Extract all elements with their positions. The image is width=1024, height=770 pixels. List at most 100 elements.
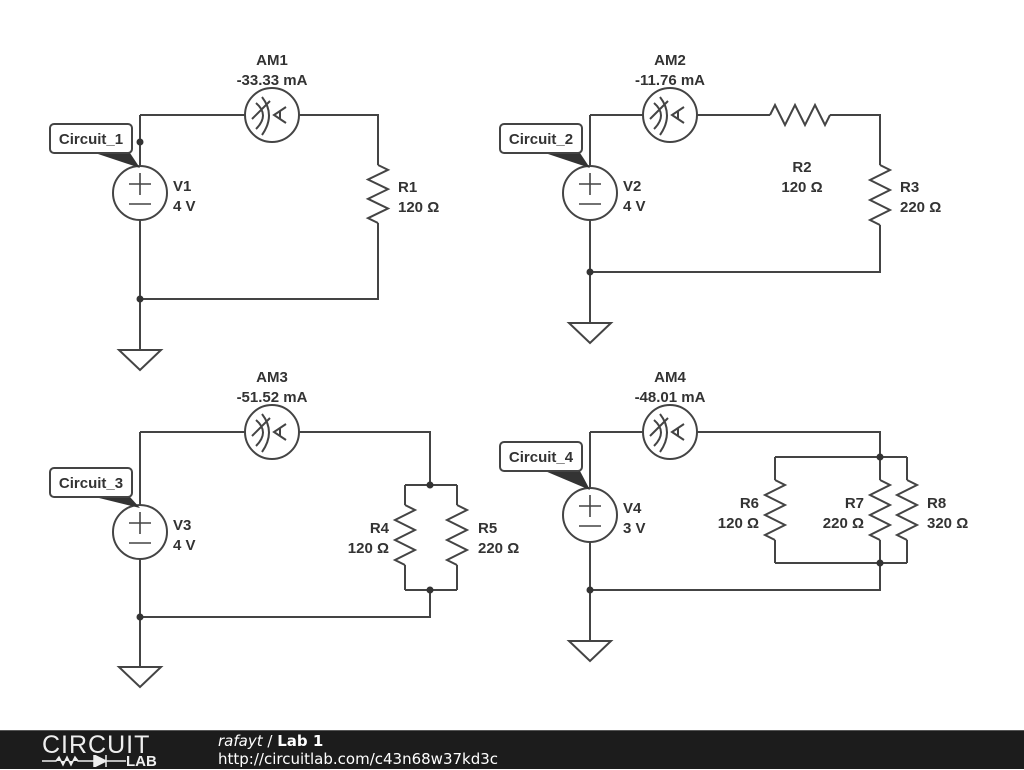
source-name: V3 <box>173 517 191 534</box>
resistor-zigzag-icon <box>762 479 788 541</box>
resistor-diode-logo-icon <box>42 755 126 767</box>
plus-minus-icon <box>579 173 601 205</box>
plus-minus-icon <box>129 173 151 205</box>
logo-text-lab: LAB <box>126 753 157 770</box>
net-label-text: Circuit_2 <box>509 131 573 148</box>
source-value: 4 V <box>173 537 196 554</box>
wire <box>139 114 379 350</box>
ammeter-icon <box>642 404 698 460</box>
ammeter-name: AM2 <box>654 52 686 69</box>
circuitlab-logo[interactable]: CIRCUIT LAB <box>42 731 177 770</box>
resistor-value: 120 Ω <box>398 199 439 216</box>
resistor[interactable]: R3 220 Ω <box>867 164 941 226</box>
ammeter-icon <box>642 87 698 143</box>
voltage-source[interactable]: V43 V <box>562 487 646 543</box>
resistor-name: R3 <box>900 179 919 196</box>
voltage-source[interactable]: V24 V <box>562 165 646 221</box>
tag-pointer <box>545 153 590 168</box>
voltage-source[interactable]: V34 V <box>112 504 196 560</box>
source-name: V2 <box>623 178 641 195</box>
ammeter-reading: -11.76 mA <box>635 72 705 89</box>
resistor-zigzag-icon <box>867 164 893 226</box>
plus-minus-icon <box>579 495 601 527</box>
net-label-text: Circuit_4 <box>509 449 574 466</box>
resistor[interactable]: R4 120 Ω <box>348 504 418 566</box>
source-name: V4 <box>623 500 642 517</box>
ammeter[interactable]: AM2 -11.76 mA <box>635 52 705 143</box>
resistor-name: R1 <box>398 179 417 196</box>
ammeter-name: AM1 <box>256 52 288 69</box>
resistor-name: R5 <box>478 520 497 537</box>
ammeter-name: AM4 <box>654 369 686 386</box>
tag-pointer <box>95 153 140 168</box>
resistor-name: R2 <box>792 159 811 176</box>
source-value: 4 V <box>173 198 196 215</box>
resistor-zigzag-icon <box>769 102 831 128</box>
resistor-value: 120 Ω <box>348 540 389 557</box>
ammeter-reading: -51.52 mA <box>237 389 308 406</box>
resistor-name: R4 <box>370 520 390 537</box>
junction-dot <box>586 268 594 276</box>
junction-dot <box>136 295 144 303</box>
resistor-zigzag-icon <box>444 504 470 566</box>
resistor-value: 320 Ω <box>927 515 968 532</box>
voltage-source[interactable]: V14 V <box>112 165 196 221</box>
author-link[interactable]: rafayt <box>218 732 263 750</box>
junction-dot <box>136 613 144 621</box>
net-label-text: Circuit_3 <box>59 475 123 492</box>
resistor-value: 120 Ω <box>781 179 822 196</box>
junction-dot <box>586 586 594 594</box>
ammeter-icon <box>244 404 300 460</box>
resistor[interactable]: R2 120 Ω <box>769 102 831 196</box>
tag-pointer <box>545 471 590 490</box>
net-label-text: Circuit_1 <box>59 131 123 148</box>
resistor-name: R6 <box>740 495 759 512</box>
ammeter-reading: -33.33 mA <box>237 72 308 89</box>
resistor-value: 220 Ω <box>823 515 864 532</box>
junction-dot <box>876 559 884 567</box>
junction-dot <box>876 453 884 461</box>
ammeter[interactable]: AM1 -33.33 mA <box>237 52 308 143</box>
project-name[interactable]: Lab 1 <box>277 732 324 750</box>
separator: / <box>262 732 278 750</box>
junction-dot <box>426 586 434 594</box>
net-label-tag[interactable]: Circuit_2 <box>499 123 590 168</box>
resistor-zigzag-icon <box>392 504 418 566</box>
resistor-value: 220 Ω <box>900 199 941 216</box>
source-value: 3 V <box>623 520 646 537</box>
resistor-zigzag-icon <box>365 164 391 224</box>
ground-icon[interactable] <box>566 636 614 663</box>
ammeter[interactable]: AM3-51.52 mA <box>237 369 308 460</box>
resistor[interactable]: R8 320 Ω <box>894 479 968 541</box>
ammeter-icon <box>244 87 300 143</box>
resistor-value: 220 Ω <box>478 540 519 557</box>
junction-dot <box>136 138 144 146</box>
ammeter[interactable]: AM4 -48.01 mA <box>635 369 706 460</box>
resistor-name: R7 <box>845 495 864 512</box>
resistor[interactable]: R5 220 Ω <box>444 504 519 566</box>
resistor[interactable]: R1 120 Ω <box>365 164 439 224</box>
project-title: rafayt / Lab 1 <box>218 732 323 750</box>
resistor-zigzag-icon <box>867 479 893 541</box>
tag-pointer <box>95 497 140 508</box>
net-label-tag[interactable]: Circuit_3 <box>49 467 140 508</box>
ground-icon[interactable] <box>566 318 614 345</box>
plus-minus-icon <box>129 512 151 544</box>
source-name: V1 <box>173 178 191 195</box>
resistor-value: 120 Ω <box>718 515 759 532</box>
ammeter-reading: -48.01 mA <box>635 389 706 406</box>
junction-dot <box>426 481 434 489</box>
net-label-tag[interactable]: Circuit_1 <box>49 123 140 168</box>
resistor[interactable]: R7 220 Ω <box>823 479 893 541</box>
logo-text-circuit: CIRCUIT <box>42 731 151 759</box>
net-label-tag[interactable]: Circuit_4 <box>499 441 590 490</box>
wire <box>589 114 881 320</box>
ground-icon[interactable] <box>116 662 164 689</box>
resistor-zigzag-icon <box>894 479 920 541</box>
project-url[interactable]: http://circuitlab.com/c43n68w37kd3c <box>218 750 499 768</box>
resistor[interactable]: R6 120 Ω <box>718 479 788 541</box>
ground-icon[interactable] <box>116 345 164 372</box>
source-value: 4 V <box>623 198 646 215</box>
resistor-name: R8 <box>927 495 946 512</box>
